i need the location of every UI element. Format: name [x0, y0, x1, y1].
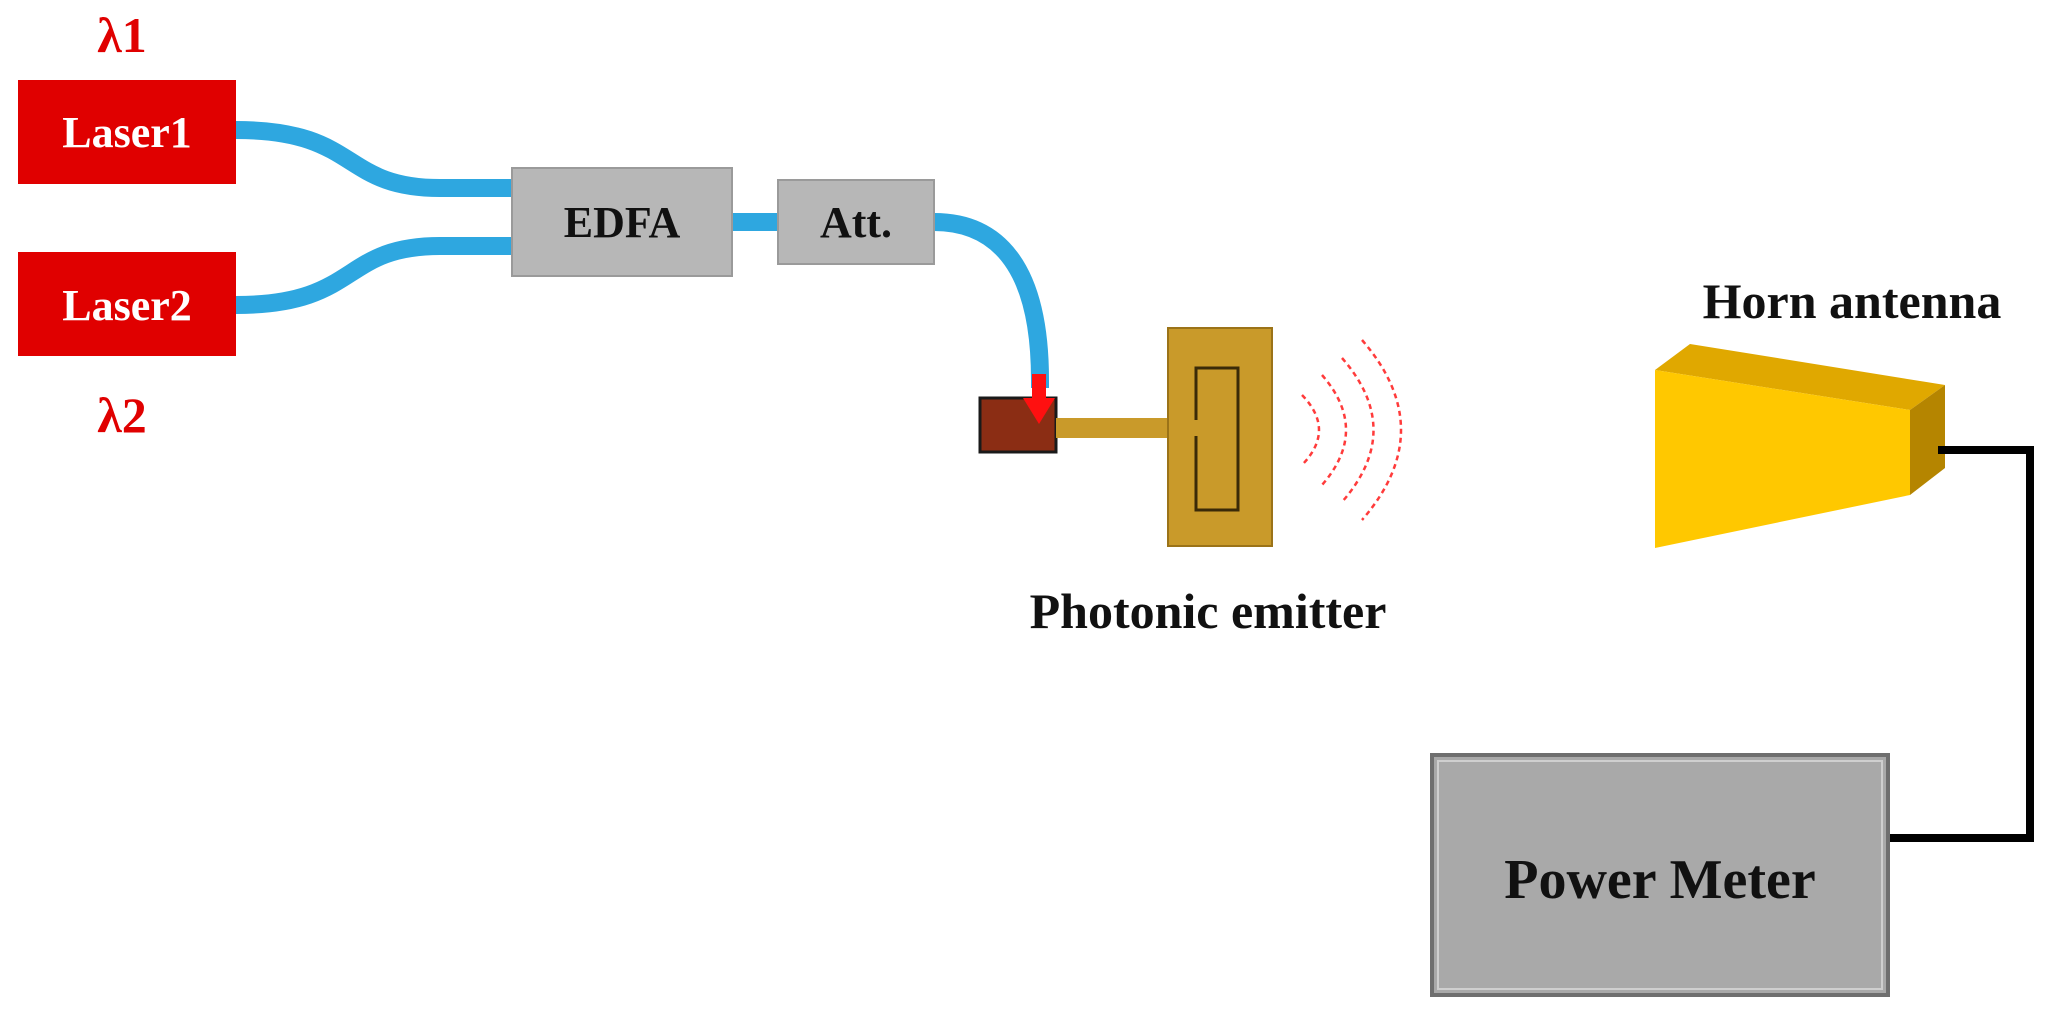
fiber-att-emitter	[933, 213, 1049, 388]
edfa-block: EDFA	[511, 167, 733, 277]
edfa-label: EDFA	[564, 198, 681, 247]
emitter-antenna-pad	[1167, 327, 1273, 547]
fiber-laser2	[235, 237, 512, 314]
power-meter-box	[1430, 753, 1890, 997]
arrow-down-icon	[1023, 374, 1055, 424]
edfa-box	[511, 167, 733, 277]
emitter-slot	[1194, 366, 1240, 512]
fiber-laser1	[235, 121, 512, 197]
attenuator-label: Att.	[820, 198, 892, 247]
laser2-wavelength: λ2	[97, 387, 147, 443]
horn-top-face	[1655, 344, 1945, 410]
laser2-label: Laser2	[62, 281, 192, 330]
laser2-block: Laser2 λ2	[18, 252, 236, 443]
emitter-feedline	[1056, 418, 1194, 438]
optical-fibers	[235, 121, 1049, 388]
laser1-label: Laser1	[62, 108, 192, 157]
horn-side-face	[1910, 385, 1945, 495]
horn-antenna: Horn antenna	[1655, 273, 2001, 548]
laser1-box	[18, 80, 236, 184]
laser1-wavelength: λ1	[97, 7, 147, 63]
power-meter-label: Power Meter	[1504, 849, 1815, 911]
emitted-waves-icon	[1301, 339, 1403, 521]
power-meter-block: Power Meter	[1430, 753, 1890, 997]
antenna-label: Horn antenna	[1703, 273, 2002, 329]
horn-front-face	[1655, 370, 1910, 548]
rf-cable	[1888, 446, 2034, 842]
laser1-block: Laser1 λ1	[18, 7, 236, 184]
attenuator-box	[777, 179, 935, 265]
attenuator-block: Att.	[777, 179, 935, 265]
laser2-box	[18, 252, 236, 356]
emitter-label: Photonic emitter	[1030, 583, 1387, 639]
photonic-emitter: Photonic emitter	[978, 327, 1387, 639]
